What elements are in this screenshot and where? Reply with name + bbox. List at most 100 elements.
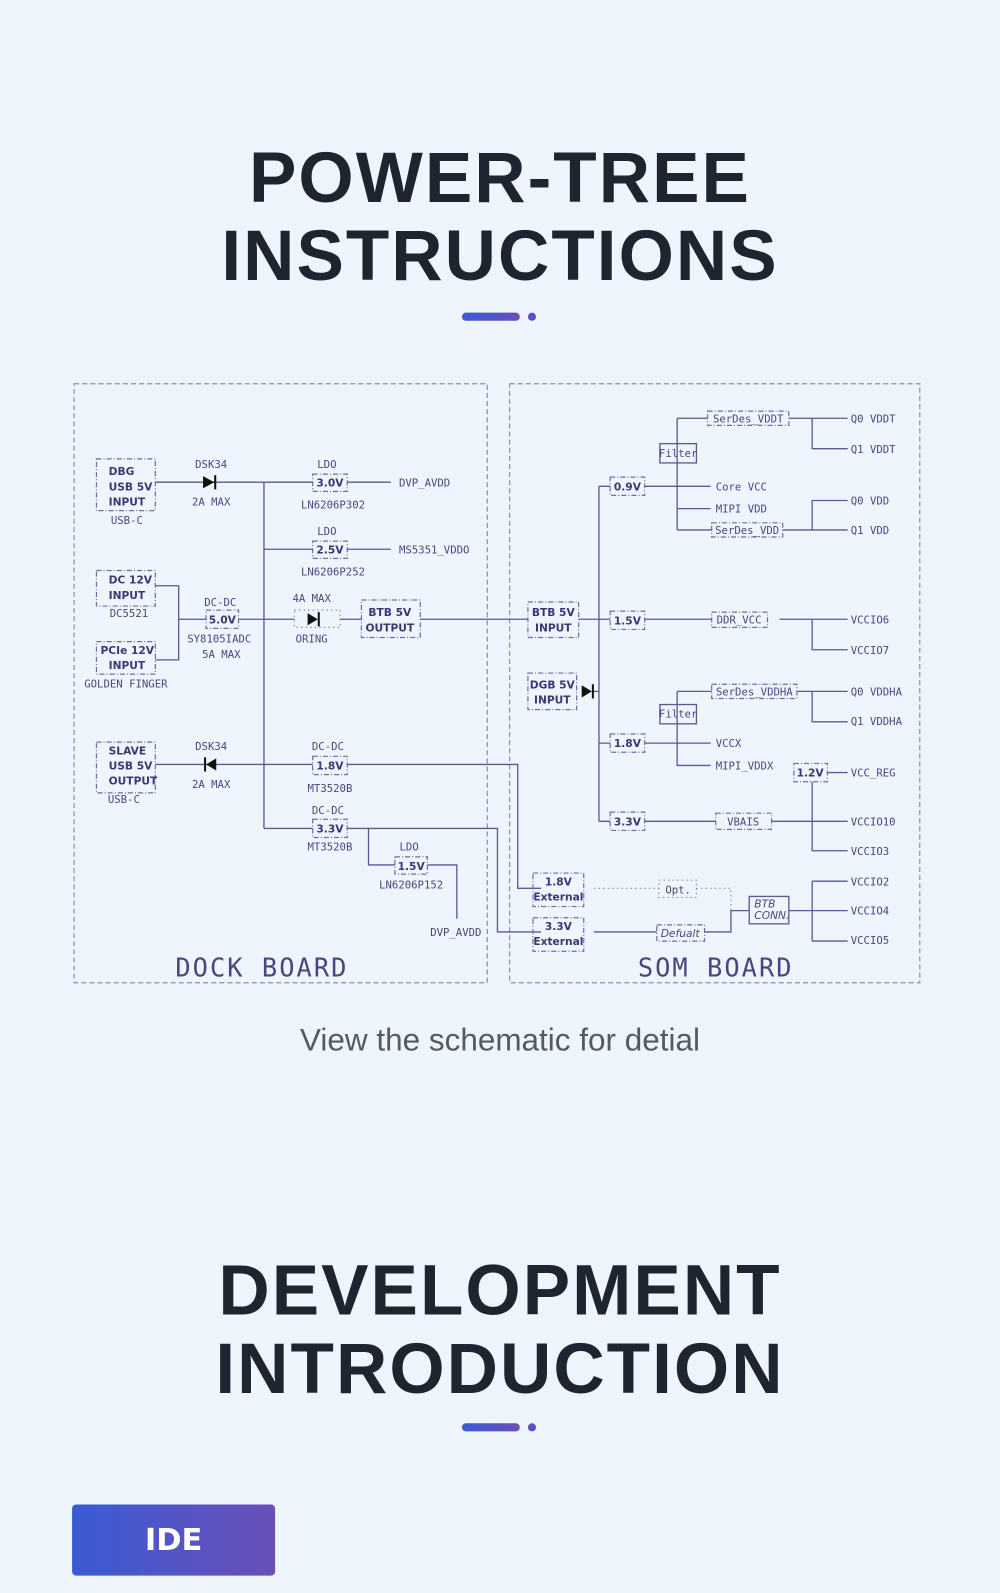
rail-voltage: 0.9V (614, 480, 642, 493)
ldo-2v5-box (312, 540, 348, 559)
som-board-border (509, 383, 921, 984)
som-board-title: SOM BOARD (638, 953, 794, 983)
filter-label: Filter (659, 447, 697, 460)
buck-type: DC-DC (312, 804, 344, 817)
dbg-label: INPUT (109, 496, 146, 509)
ide-button[interactable]: IDE (72, 1504, 276, 1576)
filter-label: Filter (659, 708, 697, 721)
net-label: Core VCC (716, 480, 767, 493)
serdes-vddha-box (711, 683, 798, 700)
dbg-label: DBG (109, 465, 135, 478)
net-label: VCCIO4 (851, 905, 889, 918)
btb-5v-output-box (360, 599, 421, 639)
filter-box (659, 442, 698, 464)
development-title-line1: DEVELOPMENT (218, 1250, 782, 1330)
dgb-input-label: DGB 5V (530, 678, 576, 691)
btb-5v-input-box (527, 601, 580, 639)
btb-connector-box (748, 895, 790, 925)
power-tree-diagram: DOCK BOARD SOM BOARD DBG USB 5V INPUT US… (73, 383, 921, 984)
rail-1v8-box (609, 733, 646, 753)
net-label: VCCIO5 (851, 934, 889, 947)
vbais-label: VBAIS (727, 815, 759, 828)
ddr-vcc-box (711, 611, 769, 629)
rail-voltage: 1.2V (797, 767, 825, 780)
development-title-line2: INTRODUCTION (215, 1328, 785, 1409)
serdes-vdd-box (711, 522, 784, 538)
net-label: MIPI_VDDX (716, 760, 774, 773)
ldo-voltage: 1.5V (398, 860, 426, 873)
serdes-vddt-box (706, 410, 790, 426)
diode-icon (203, 475, 217, 490)
diode-rating: 2A MAX (192, 496, 231, 509)
power-tree-title-line2: INSTRUCTIONS (221, 216, 779, 296)
ldo-part: LN6206P252 (301, 566, 365, 579)
rail-voltage: 3.3V (614, 815, 642, 828)
title-accent-bar (461, 1423, 520, 1432)
ldo-voltage: 2.5V (316, 543, 344, 556)
diode-icon (204, 757, 217, 772)
ldo-1v5-box (394, 856, 429, 875)
dbg-connector: USB-C (111, 514, 143, 527)
net-label: MIPI VDD (716, 503, 767, 516)
net-label: Q0 VDDHA (851, 685, 903, 698)
buck-3v3-box (312, 818, 348, 839)
ext-label: External (533, 935, 583, 948)
dc-input-label: DC 12V (109, 574, 153, 587)
buck-rating: 5A MAX (202, 648, 241, 661)
rail-voltage: 1.5V (614, 614, 642, 627)
som-wires (578, 417, 848, 942)
net-label: Q0 VDDT (851, 412, 896, 425)
diode-rating: 2A MAX (192, 778, 231, 791)
net-label: VCCIO6 (851, 613, 889, 626)
schematic-caption: View the schematic for detial (299, 1022, 700, 1058)
slave-usb-output-box (95, 741, 156, 794)
buck-part: SY8105IADC (187, 633, 251, 646)
rail-voltage: 1.8V (614, 737, 642, 750)
btb-conn-label: BTB (754, 898, 775, 911)
title-accent-dot (527, 1423, 537, 1432)
net-label: VCCIO10 (851, 815, 896, 828)
ext-label: 1.8V (545, 875, 573, 888)
serdes-vddha-label: SerDes_VDDHA (716, 685, 793, 698)
net-label: VCCIO3 (851, 845, 889, 858)
dbg-label: USB 5V (109, 480, 154, 493)
buck-5v-box (205, 609, 240, 630)
serdes-vdd-label: SerDes_VDD (715, 524, 779, 537)
oring-label: ORING (296, 633, 328, 646)
buck-voltage: 3.3V (316, 822, 344, 835)
dgb-5v-input-box (527, 672, 578, 711)
dc-connector: DC5521 (110, 607, 148, 620)
title-accent-bar (461, 312, 520, 321)
vbais-box (715, 812, 773, 831)
net-label: VCCIO2 (851, 875, 889, 888)
ext-label: External (533, 890, 583, 903)
net-label: Q1 VDDHA (851, 715, 903, 728)
ldo-part: LN6206P152 (379, 878, 443, 891)
opt-label: Opt. (665, 883, 691, 896)
ddr-vcc-label: DDR_VCC (717, 613, 762, 626)
pcie-connector: GOLDEN FINGER (84, 677, 168, 690)
buck-type: DC-DC (204, 596, 236, 609)
oring-box (293, 609, 341, 629)
net-label: Q1 VDDT (851, 443, 896, 456)
pcie-input-label: PCIe 12V (101, 644, 155, 657)
ext-label: 3.3V (545, 920, 573, 933)
buck-voltage: 1.8V (316, 760, 344, 773)
oring-diode-icon (307, 612, 320, 627)
net-label: DVP_AVDD (430, 926, 481, 939)
diode-part: DSK34 (195, 740, 227, 753)
slave-connector: USB-C (108, 793, 140, 806)
pcie-input-label: INPUT (109, 659, 146, 672)
net-label: MS5351_VDDO (399, 543, 469, 556)
net-label: Q1 VDD (851, 524, 889, 537)
ldo-voltage: 3.0V (316, 476, 344, 489)
ldo-type: LDO (317, 458, 336, 471)
btb-conn-label: CONN. (754, 909, 789, 922)
net-label: VCC_REG (851, 767, 896, 780)
dc-12v-input-box (95, 569, 156, 607)
net-label: Q0 VDD (851, 495, 889, 508)
ldo-part: LN6206P302 (301, 499, 365, 512)
rail-1v5-box (609, 610, 646, 631)
title-accent-dot (527, 312, 537, 321)
